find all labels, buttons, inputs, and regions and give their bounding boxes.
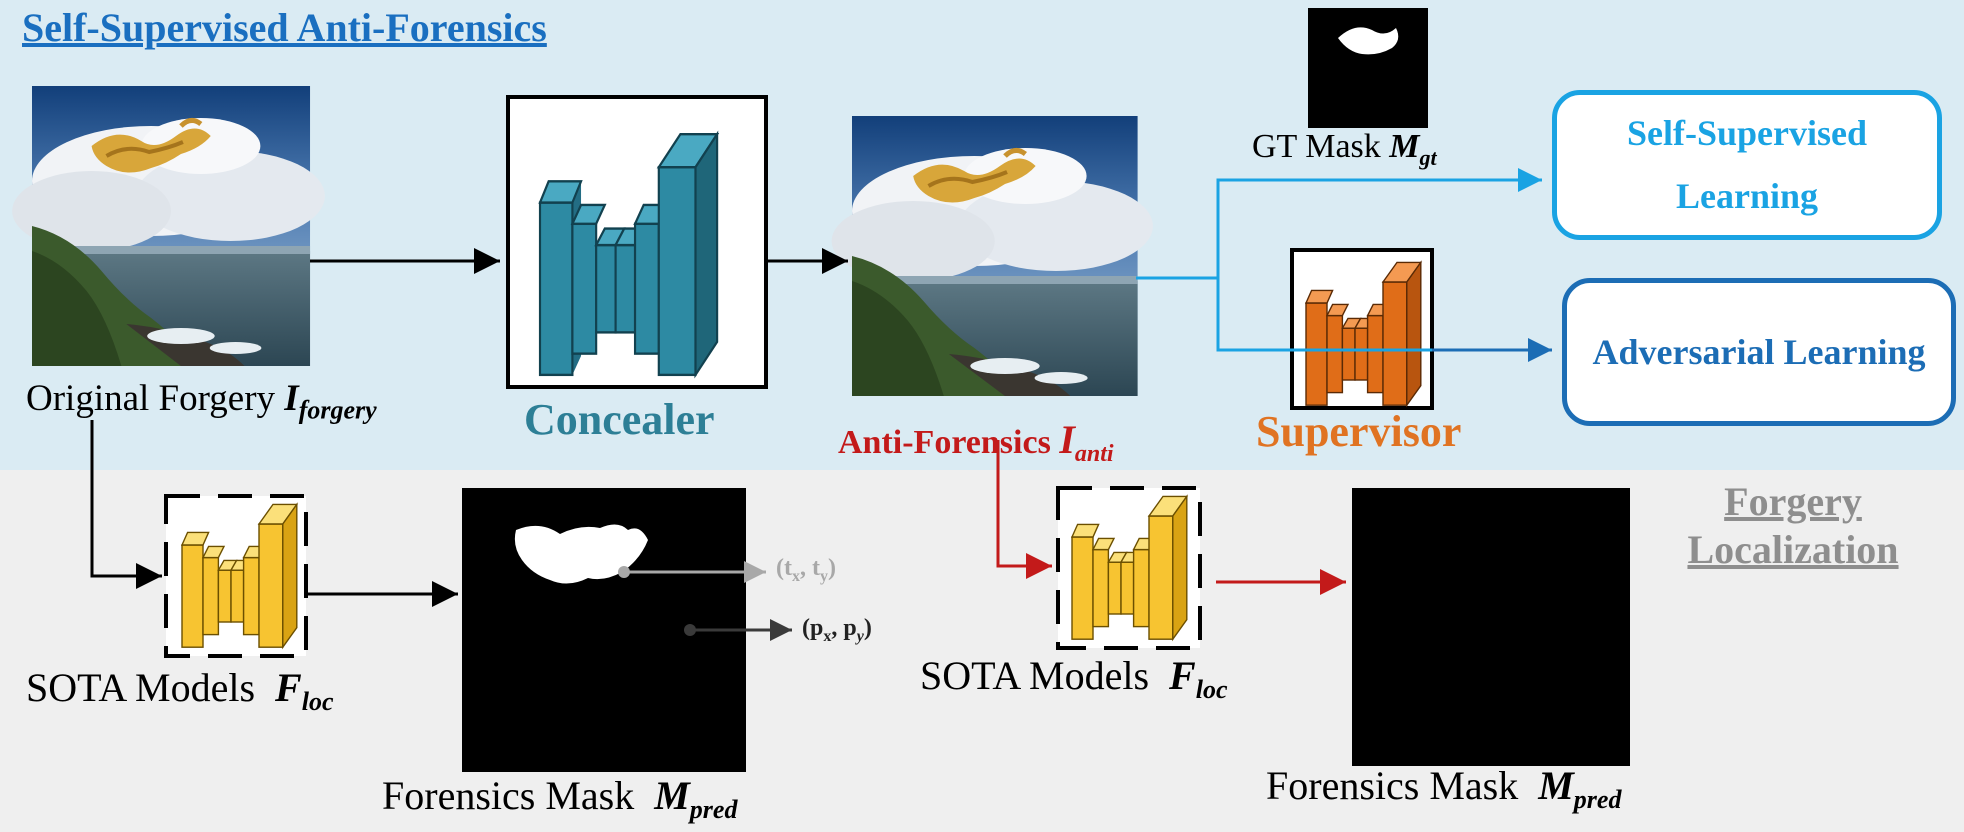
supervisor-label: Supervisor [1256,407,1462,456]
arrow-forgery-to-sota [90,420,162,589]
original-forgery-label: Original Forgery Iforgery [26,378,377,425]
forensics-mask-label-1: Forensics Mask Mpred [382,773,738,824]
gt-mask-label: GT Mask Mgt [1252,128,1437,170]
forgery-localization-title: Forgery Localization [1687,479,1899,572]
original-forgery-image [12,86,325,366]
concealer-label: Concealer [524,395,715,444]
gt-mask-shape [1338,27,1399,55]
anti-forensics-image [832,116,1153,396]
arrow-to-self-supervised [1136,168,1542,280]
gt-mask-image [1308,8,1428,128]
sota-models-label-1: SOTA Models Floc [26,665,334,716]
anti-forensics-label: Anti-Forensics Ianti [838,417,1114,467]
p-coordinate-label: (px, py) [802,615,872,645]
forensics-mask-image-2 [1352,488,1630,766]
forensics-mask-label-2: Forensics Mask Mpred [1266,763,1622,814]
t-coordinate-label: (tx, ty) [776,555,836,585]
sota-models-label-2: SOTA Models Floc [920,653,1228,704]
arrow-anti-to-sota [996,440,1052,579]
section-title: Self-Supervised Anti-Forensics [22,5,547,50]
self-supervised-learning-box: Self-Supervised Learning [1552,90,1942,240]
forensics-mask-shape [514,524,648,584]
adversarial-learning-box: Adversarial Learning [1562,278,1956,426]
forgery-localization-panel [0,470,1964,832]
